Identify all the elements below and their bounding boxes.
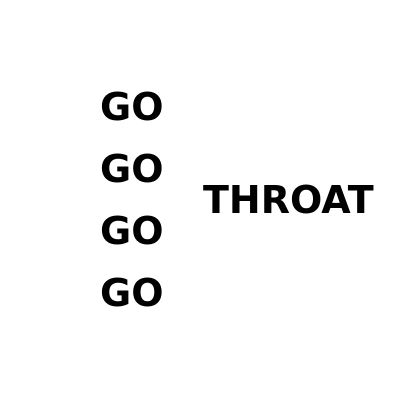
throat-word: THROAT — [203, 178, 374, 222]
go-word-1: GO — [100, 85, 164, 129]
go-word-2: GO — [100, 147, 164, 191]
go-word-3: GO — [100, 209, 164, 253]
go-word-4: GO — [100, 271, 164, 315]
